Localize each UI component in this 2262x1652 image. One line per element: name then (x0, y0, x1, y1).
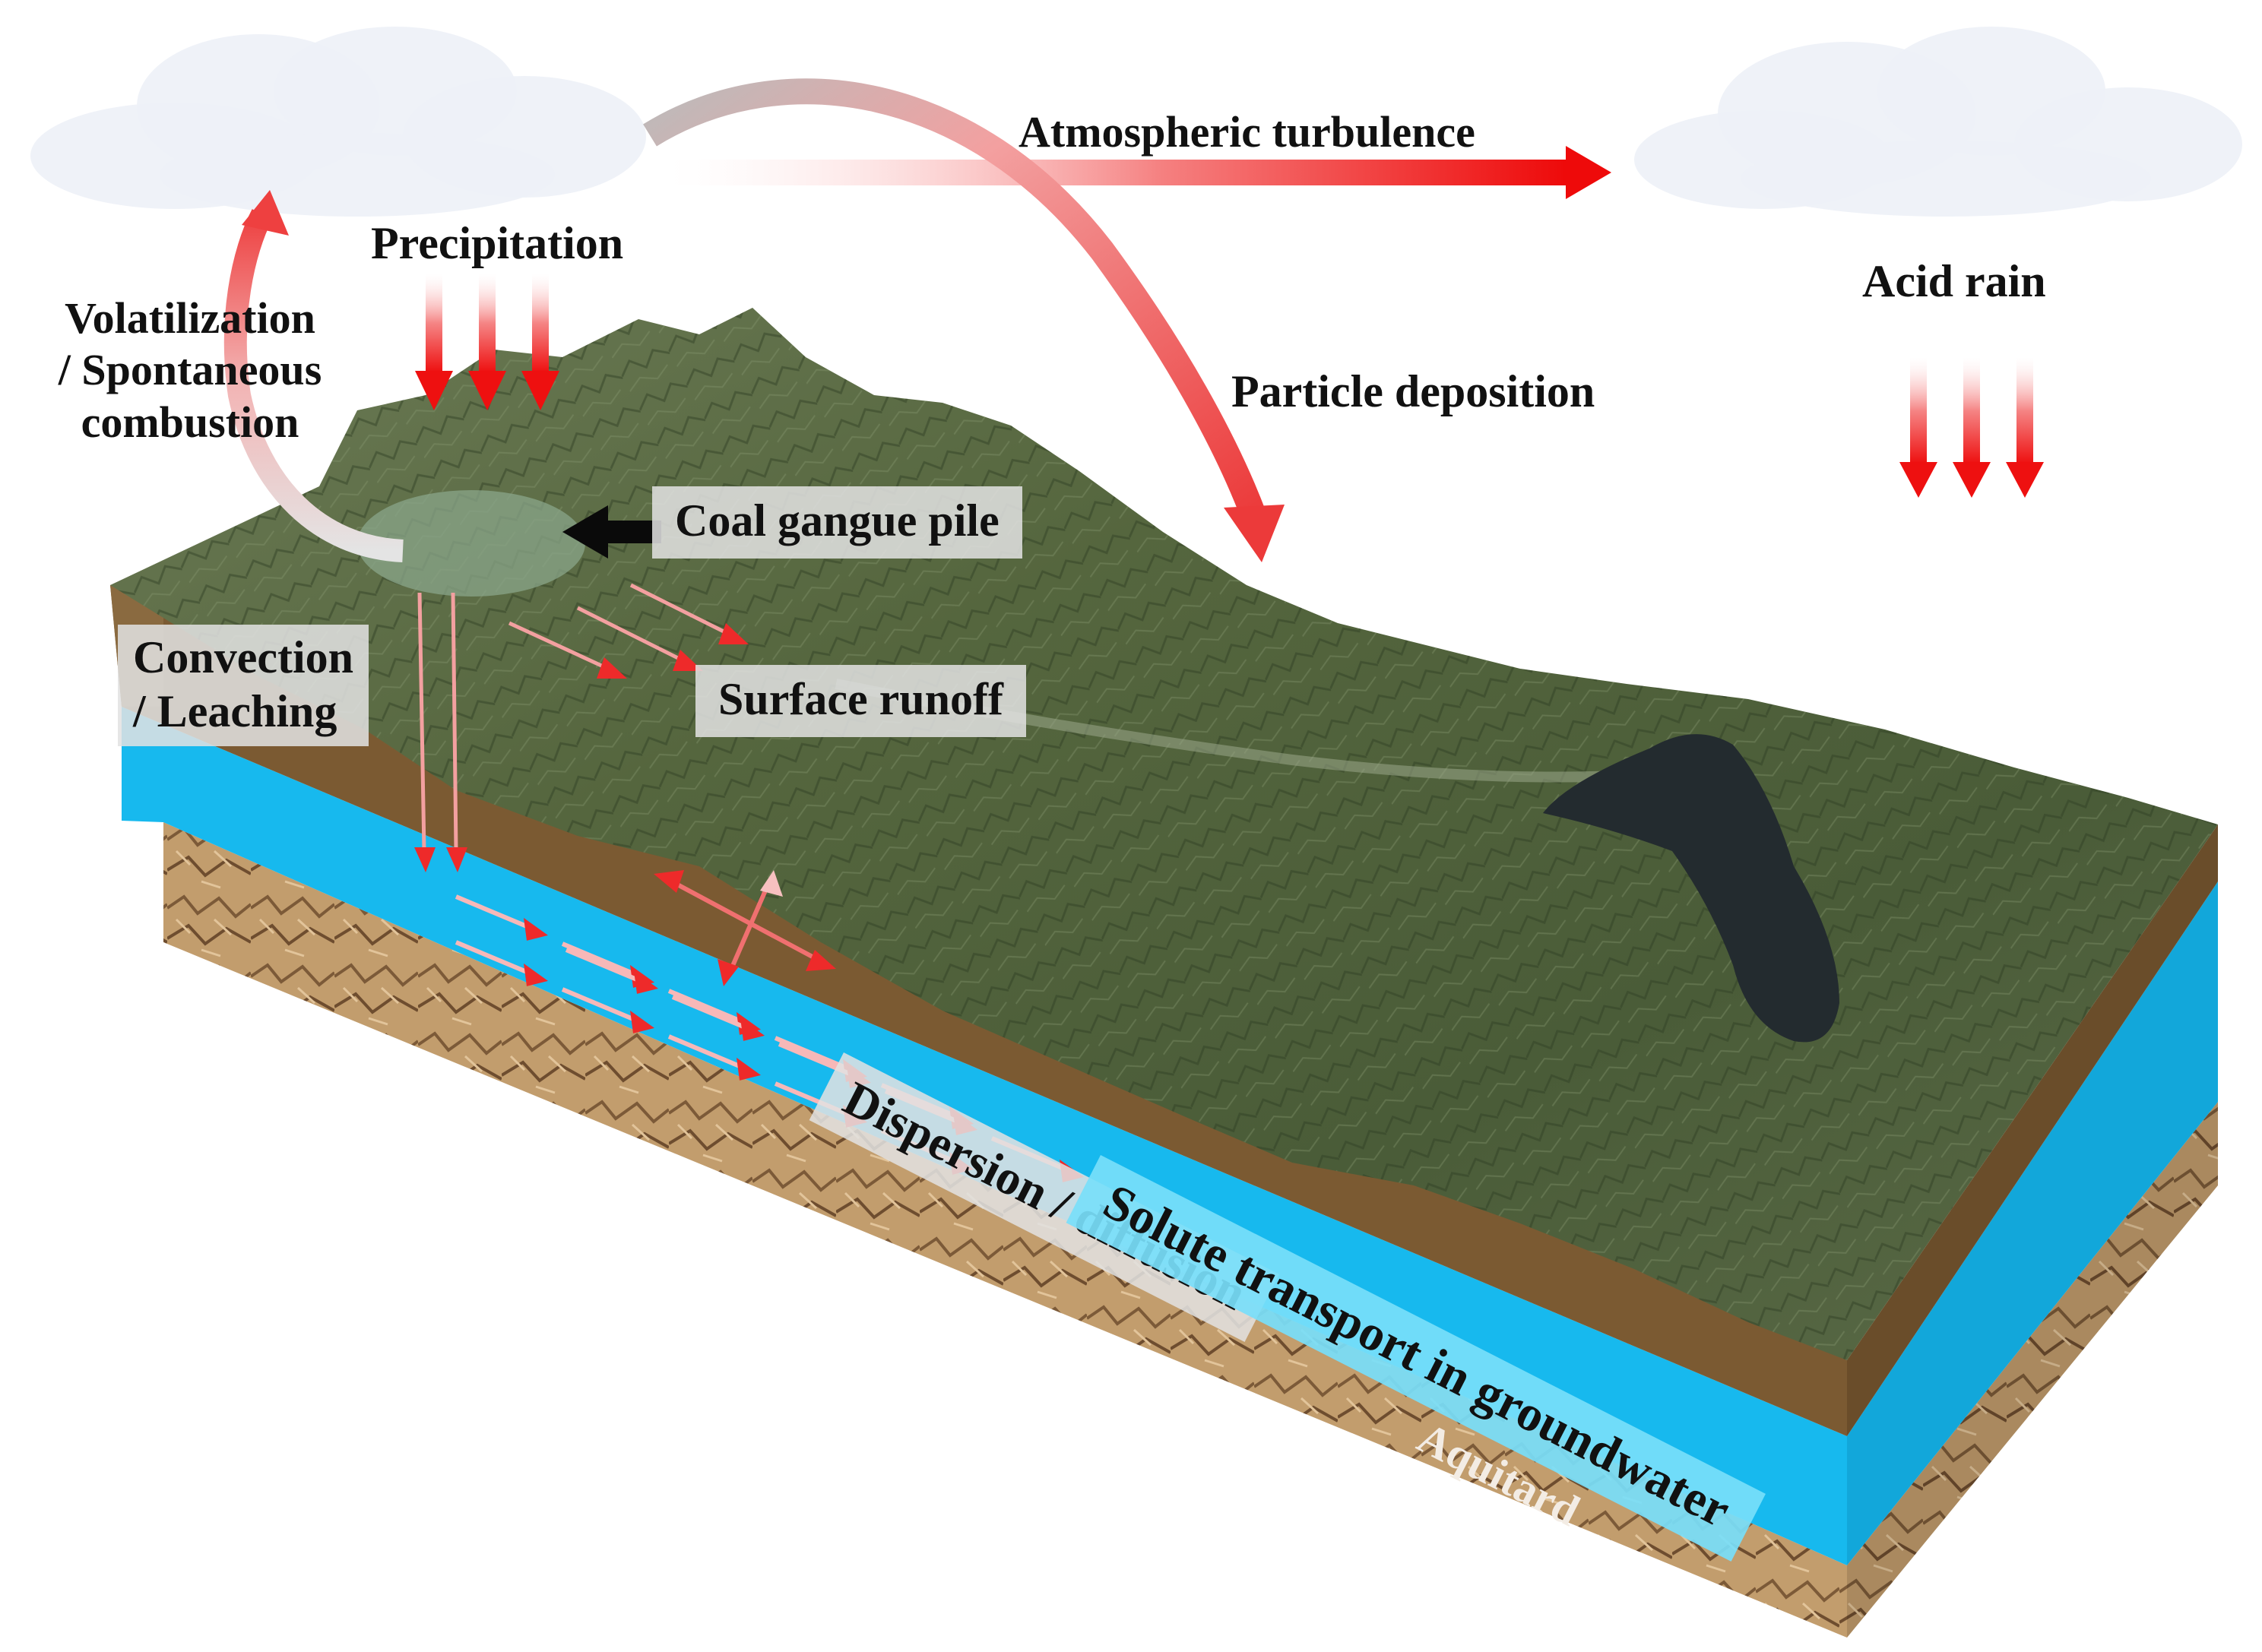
groundwater-flow-arrow-head (737, 1057, 761, 1081)
convection-line-2: / Leaching (133, 685, 337, 736)
soil-right-face (1847, 824, 2218, 1436)
cloud-right (1634, 27, 2242, 217)
coal-gangue-pile-label: Coal gangue pile (652, 486, 1022, 559)
volatilization-line-2: / Spontaneous (58, 345, 322, 395)
volatilization-label: Volatilization / Spontaneous combustion (23, 293, 357, 448)
acid-rain-label: Acid rain (1862, 256, 2046, 306)
groundwater-flow-arrow-head (740, 1017, 765, 1041)
atmospheric-turbulence-label: Atmospheric turbulence (1019, 107, 1475, 157)
groundwater-flow-arrow-shaft (455, 894, 530, 929)
groundwater-flow-arrow-head (634, 970, 658, 994)
bedrock-right-face (1847, 1102, 2218, 1638)
coal-gangue-pointer-arrow (562, 505, 661, 559)
lake (1543, 734, 1839, 1043)
convection-line-1: Convection (133, 632, 353, 682)
groundwater-flow-arrow-shaft (561, 942, 636, 976)
convection-leaching-label: Convection / Leaching (118, 625, 369, 746)
precipitation-label: Precipitation (371, 218, 624, 268)
bedrock-front-face (163, 822, 1847, 1638)
particle-deposition-label: Particle deposition (1231, 366, 1595, 416)
aquifer-right-face (1847, 881, 2218, 1565)
groundwater-flow-arrow-head (630, 1010, 654, 1033)
leaching-arrows (414, 592, 467, 872)
groundwater-flow-arrow-shaft (671, 995, 746, 1030)
cloud-left (30, 27, 646, 217)
groundwater-flow-arrow-shaft (561, 987, 636, 1022)
groundwater-flow-arrow-head (524, 963, 548, 986)
groundwater-flow-arrow-shaft (774, 1036, 849, 1071)
coal-gangue-pile-area (357, 490, 585, 597)
particle-deposition-arrow (643, 78, 1285, 562)
groundwater-flow-arrow-shaft (565, 948, 640, 983)
atmospheric-turbulence-arrow (669, 146, 1611, 199)
surface-runoff-label: Surface runoff (695, 665, 1026, 737)
dispersion-arrows (654, 870, 836, 986)
volatilization-line-3: combustion (81, 397, 299, 447)
groundwater-flow-arrow-shaft (667, 989, 743, 1024)
groundwater-flow-arrow-shaft (667, 1034, 743, 1069)
volatilization-line-1: Volatilization (65, 293, 315, 343)
groundwater-flow-arrow-head (524, 917, 548, 941)
precipitation-arrows (415, 274, 559, 410)
volatilization-arrow (223, 190, 404, 562)
acid-rain-arrows (1899, 357, 2044, 498)
surface-runoff-arrows (508, 583, 749, 679)
groundwater-flow-arrow-shaft (455, 940, 530, 975)
